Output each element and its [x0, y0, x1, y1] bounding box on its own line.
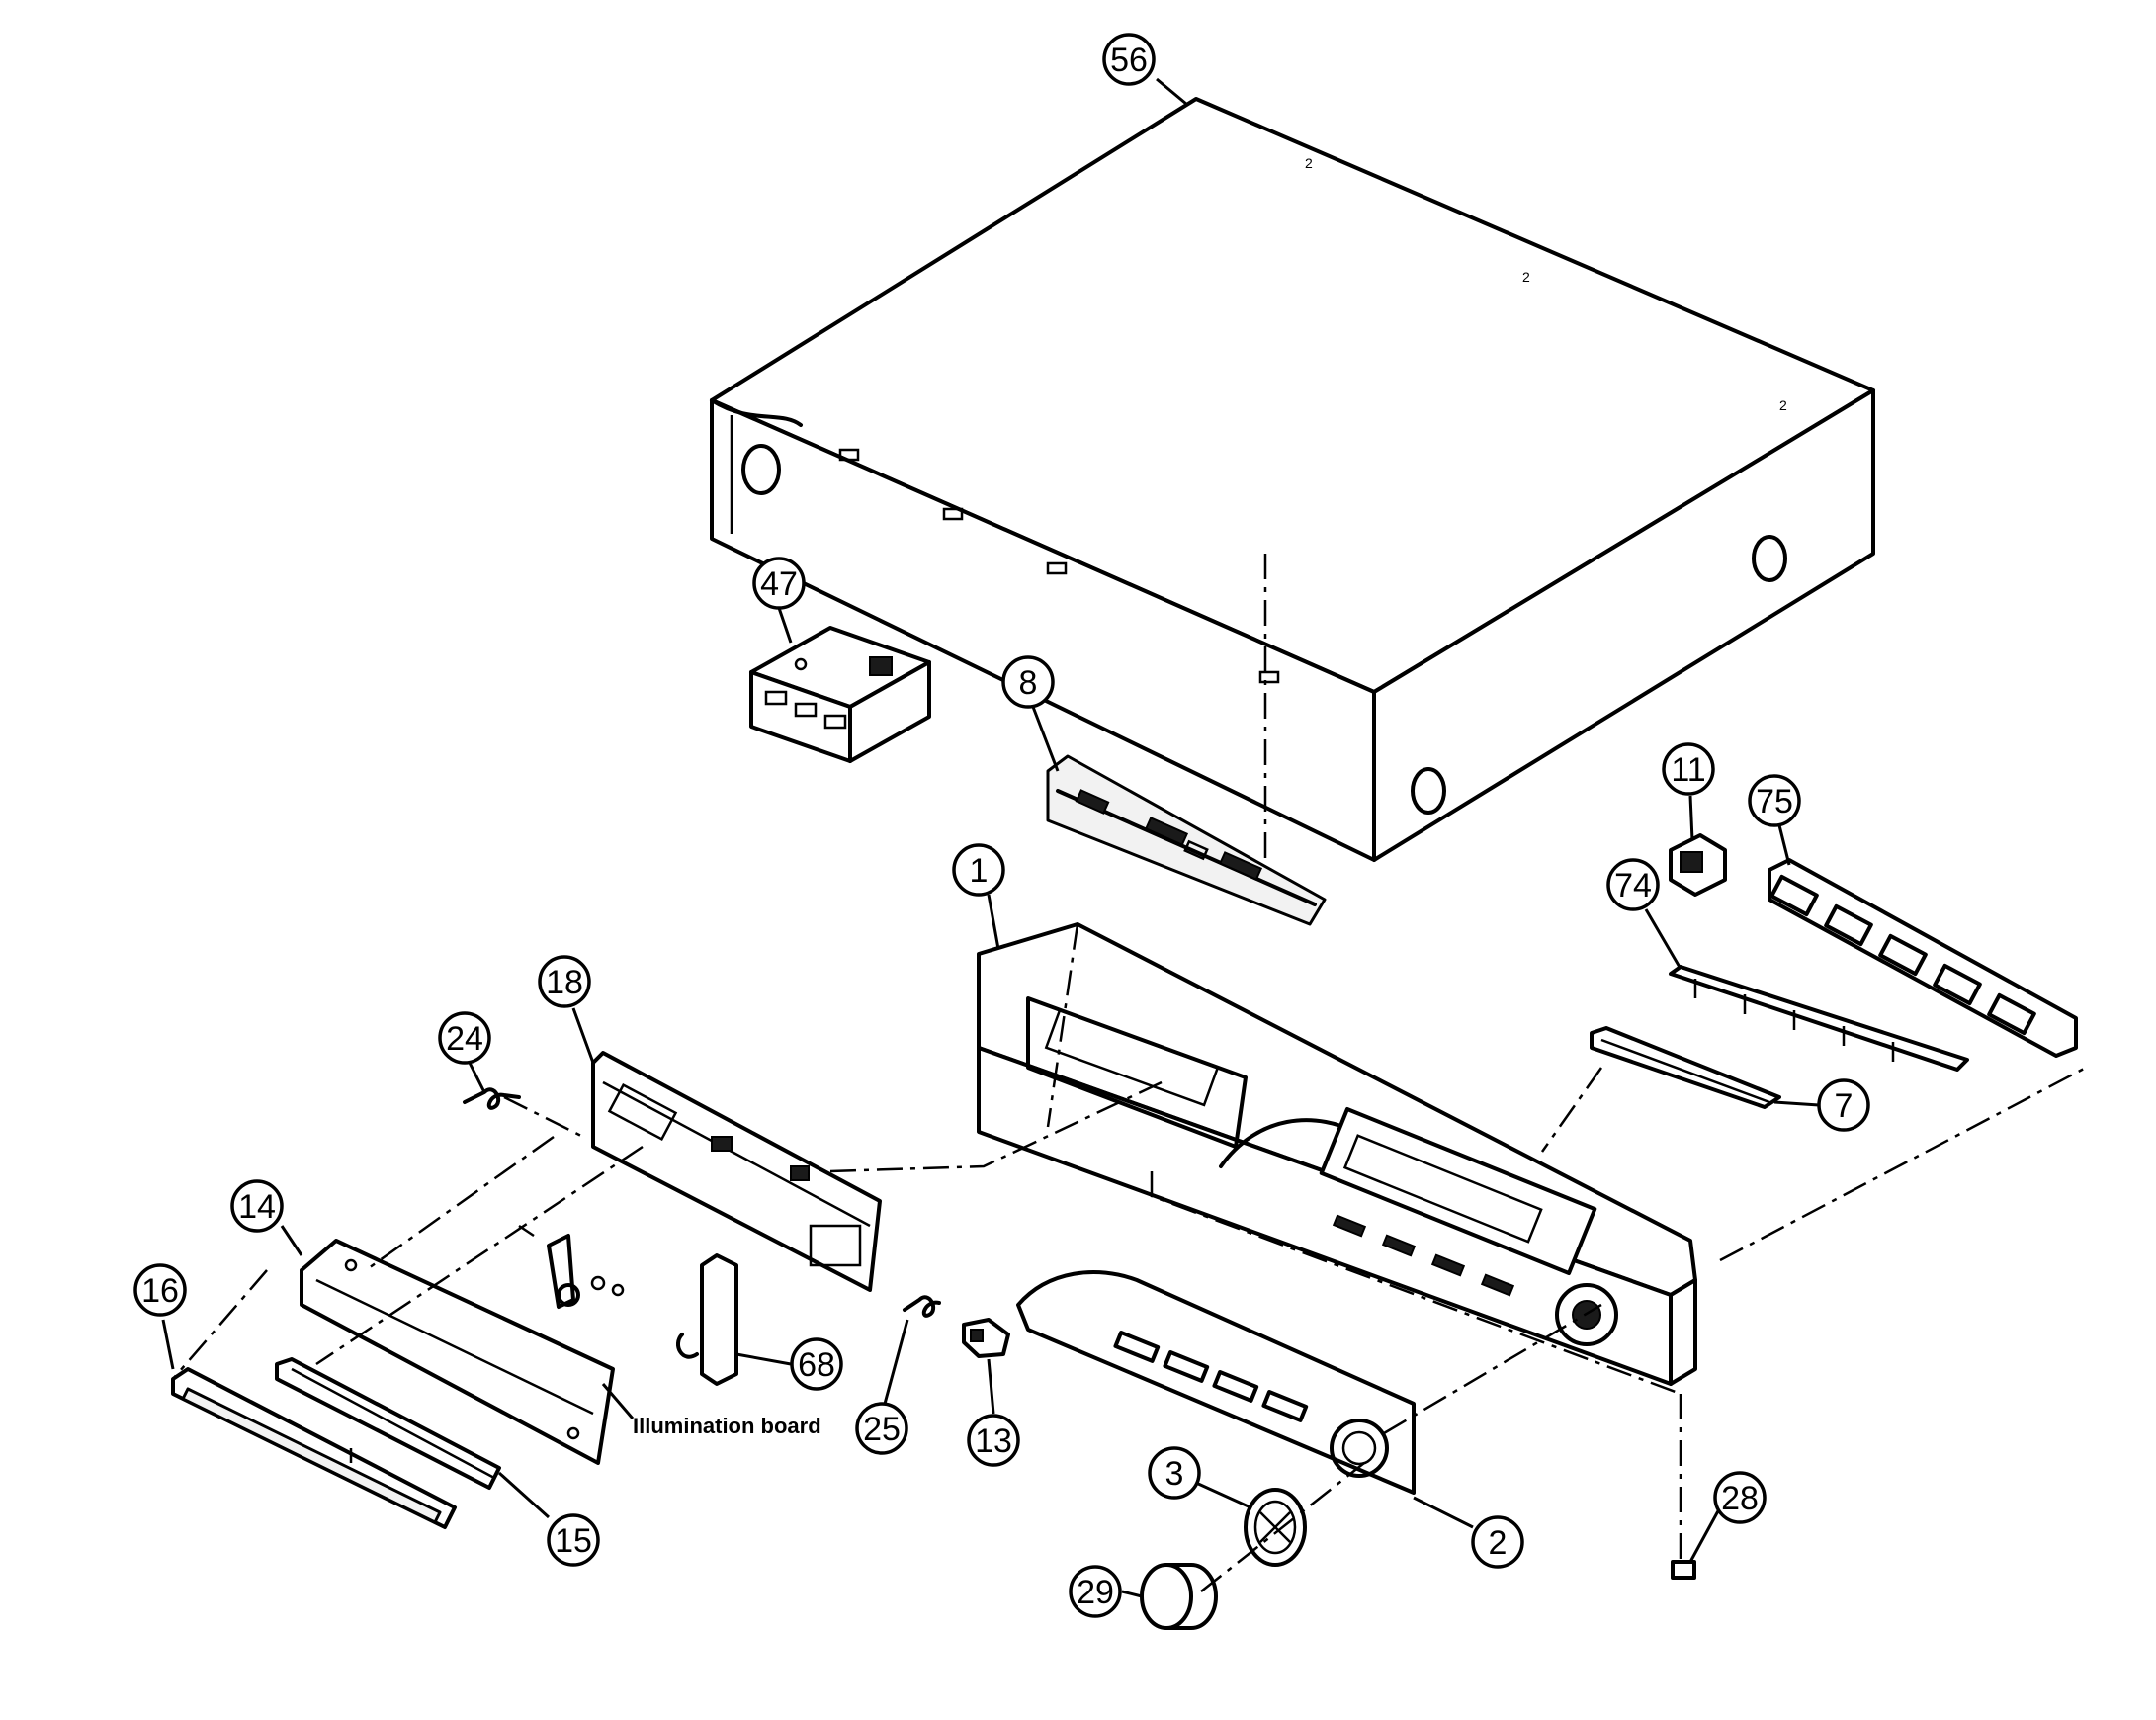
svg-text:2: 2: [1779, 397, 1787, 413]
callout-28: 28: [1713, 1471, 1767, 1524]
pcb-part-18: [591, 1051, 882, 1292]
leader-lines: [161, 77, 1820, 1598]
callout-18: 18: [538, 955, 591, 1008]
svg-text:2: 2: [1489, 1524, 1508, 1562]
svg-text:14: 14: [238, 1188, 276, 1226]
svg-text:56: 56: [1110, 42, 1148, 79]
callout-29: 29: [1069, 1565, 1122, 1618]
svg-text:2: 2: [1305, 155, 1313, 171]
callout-74: 74: [1606, 858, 1660, 911]
svg-text:24: 24: [446, 1020, 483, 1058]
callout-1: 1: [952, 843, 1005, 897]
lens-part-14: [300, 1239, 615, 1465]
callout-8: 8: [1001, 655, 1055, 709]
callout-25: 25: [855, 1402, 908, 1455]
display-panel-part-2: [1016, 1270, 1416, 1495]
svg-text:11: 11: [1671, 751, 1705, 789]
svg-text:68: 68: [798, 1346, 835, 1384]
svg-text:18: 18: [546, 964, 583, 1001]
window-part-7: [1590, 1026, 1781, 1109]
callout-2: 2: [1471, 1515, 1524, 1569]
button-part-13: [962, 1318, 1010, 1358]
callout-16: 16: [133, 1263, 187, 1317]
switch-part-11: [1669, 833, 1727, 897]
svg-text:2: 2: [1522, 269, 1530, 285]
top-cover-part-56: 2 2 2: [710, 97, 1875, 862]
svg-text:74: 74: [1614, 867, 1652, 904]
callout-14: 14: [230, 1179, 284, 1233]
illumination-board-assembly: [518, 1224, 625, 1309]
spring-part-24: [463, 1087, 521, 1110]
callout-7: 7: [1817, 1078, 1870, 1132]
board-part-8: [1046, 754, 1327, 926]
svg-text:16: 16: [141, 1272, 179, 1310]
button-rod-part-74: [1669, 965, 1969, 1072]
light-pipe-part-68: [676, 1253, 738, 1386]
front-panel-part-1: [977, 922, 1697, 1386]
svg-text:3: 3: [1165, 1455, 1184, 1493]
illumination-board-label: Illumination board: [633, 1414, 821, 1438]
svg-text:13: 13: [975, 1422, 1012, 1460]
svg-text:1: 1: [970, 852, 989, 890]
knob-cap-part-29: [1140, 1563, 1218, 1630]
svg-text:25: 25: [863, 1411, 901, 1448]
callout-24: 24: [438, 1011, 491, 1065]
svg-text:47: 47: [760, 565, 798, 603]
connector-part-47: [749, 626, 931, 763]
callout-13: 13: [967, 1414, 1020, 1467]
callout-56: 56: [1102, 33, 1156, 86]
knob-base-part-3: [1244, 1488, 1307, 1567]
callout-11: 11: [1662, 742, 1715, 796]
svg-text:28: 28: [1721, 1480, 1759, 1517]
callout-3: 3: [1148, 1446, 1201, 1500]
foot-part-28: [1671, 1560, 1696, 1580]
spring-part-25: [903, 1295, 941, 1318]
button-board-part-75: [1768, 858, 2078, 1058]
assembly-lines: [172, 554, 2087, 1592]
svg-text:7: 7: [1835, 1087, 1854, 1125]
callout-15: 15: [547, 1513, 600, 1567]
light-guide-part-15: [275, 1357, 501, 1490]
trim-bar-part-16: [171, 1367, 457, 1529]
svg-text:75: 75: [1756, 783, 1793, 820]
callout-75: 75: [1748, 774, 1801, 827]
svg-text:8: 8: [1019, 664, 1038, 702]
callout-68: 68: [790, 1337, 843, 1391]
svg-text:29: 29: [1077, 1574, 1114, 1611]
svg-text:15: 15: [555, 1522, 592, 1560]
callout-47: 47: [752, 557, 806, 610]
